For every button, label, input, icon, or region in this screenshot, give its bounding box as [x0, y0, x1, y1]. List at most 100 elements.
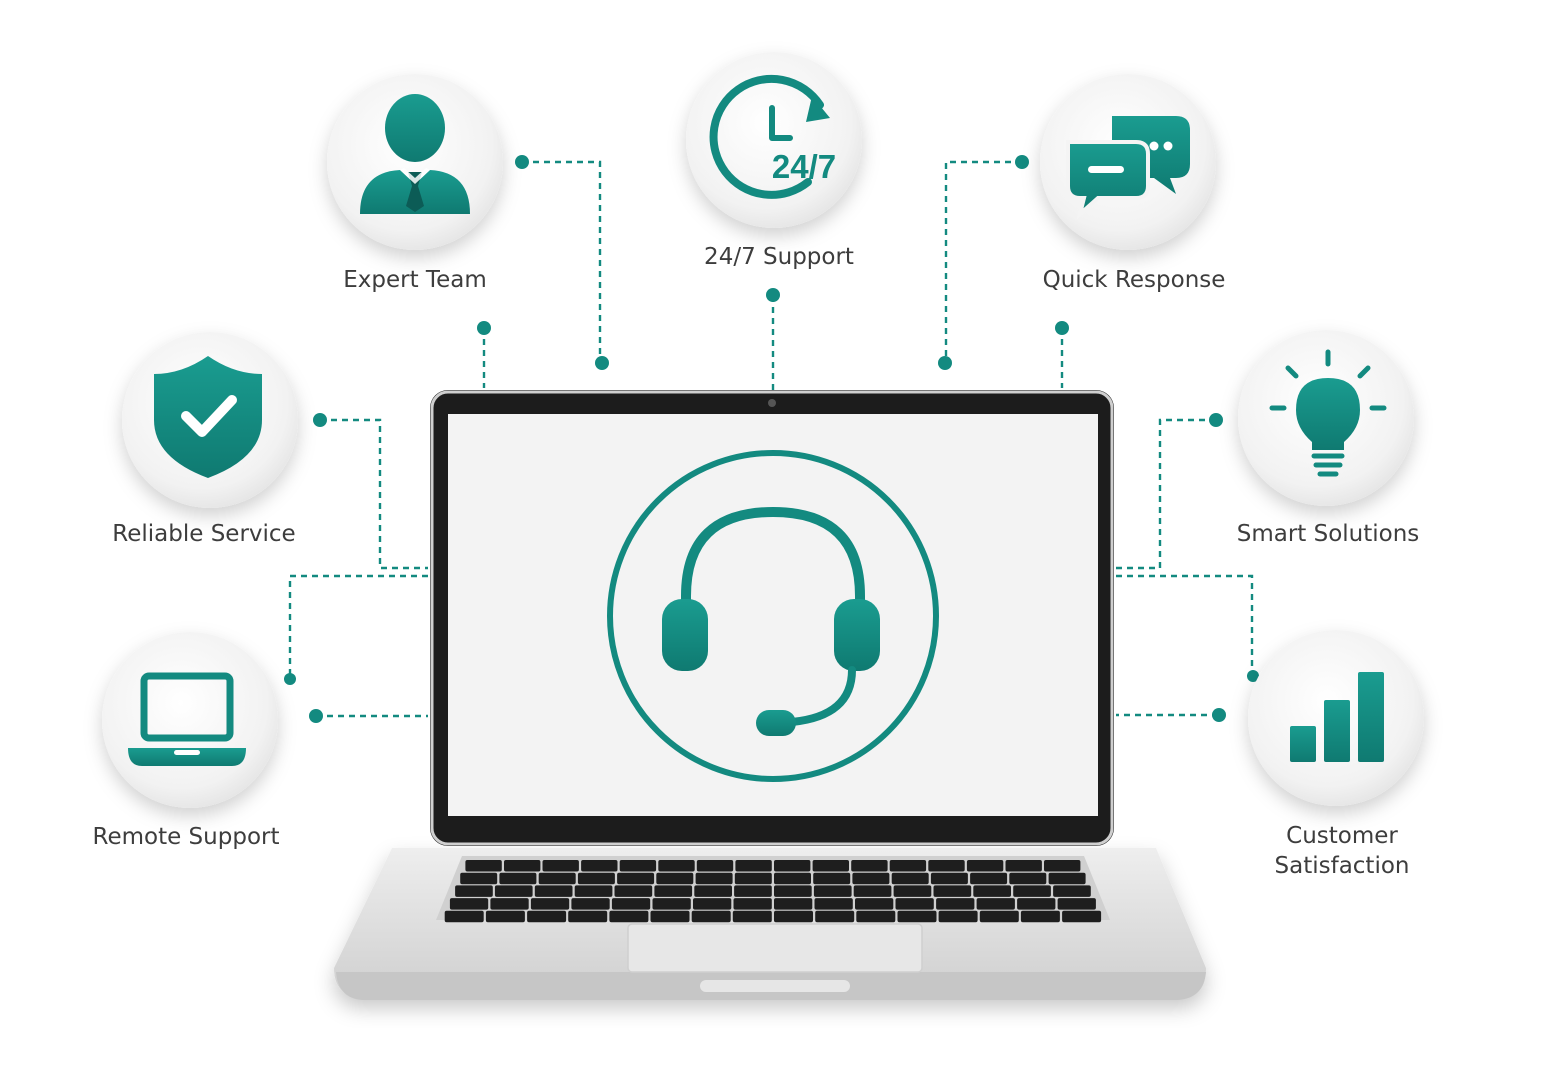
- keyboard-key: [490, 898, 529, 910]
- laptop-lid-rim: [430, 390, 1114, 846]
- bar-chart-icon: [1290, 672, 1384, 762]
- connector-smart-solutions: [1116, 418, 1216, 570]
- chat-bubbles-icon: [1066, 116, 1190, 220]
- keyboard-key: [691, 910, 731, 923]
- keyboard-key: [656, 872, 694, 885]
- keyboard-key: [611, 898, 651, 910]
- keyboard-key: [494, 885, 533, 897]
- connector-customer-satisfaction-upper: [1116, 574, 1254, 676]
- connector-dot: [309, 709, 323, 723]
- keyboard-key: [571, 898, 610, 910]
- keyboard-key: [774, 872, 811, 885]
- connector-dot: [284, 673, 296, 685]
- keyboard-key: [774, 910, 813, 923]
- label-24-7-support: 24/7 Support: [704, 242, 854, 272]
- keyboard-key: [581, 860, 618, 872]
- label-text: Smart Solutions: [1236, 521, 1420, 547]
- keyboard-key: [734, 872, 772, 885]
- keyboard-key: [1005, 860, 1042, 872]
- keyboard-key: [444, 910, 484, 923]
- keyboard-key: [530, 898, 570, 910]
- connector-quick-response: [944, 160, 1022, 362]
- keyboard-key: [568, 910, 608, 923]
- keyboard-key: [855, 898, 894, 910]
- label-text: Reliable Service: [112, 521, 296, 547]
- keyboard-key: [654, 885, 693, 897]
- webcam-icon: [768, 399, 776, 407]
- connector-dot: [1055, 321, 1069, 335]
- keyboard-key: [485, 910, 525, 923]
- label-expert-team: Expert Team: [343, 265, 486, 295]
- keyboard-key: [650, 910, 690, 923]
- feature-reliable-service: [122, 332, 298, 508]
- keyboard-key: [852, 872, 890, 885]
- keyboard-key: [1048, 872, 1086, 885]
- headset-icon: [607, 450, 939, 782]
- keyboard-key: [449, 898, 489, 910]
- keyboard-key: [895, 898, 934, 910]
- laptop-notch: [700, 980, 850, 992]
- keyboard-key: [774, 898, 813, 910]
- keyboard-key: [1044, 860, 1081, 872]
- clock-24-7-text: 24/7: [772, 148, 836, 185]
- keyboard-key: [577, 872, 615, 885]
- connector-expert-team: [522, 160, 602, 362]
- connector-dot: [1209, 413, 1223, 427]
- keyboard-key: [813, 885, 852, 897]
- keyboard-key: [574, 885, 613, 897]
- keyboard-key: [735, 860, 772, 872]
- connector-dot: [477, 321, 491, 335]
- connector-dot: [1247, 670, 1259, 682]
- keyboard: [444, 860, 1102, 923]
- keyboard-key: [693, 898, 732, 910]
- keyboard-key: [455, 885, 493, 897]
- keyboard-key: [813, 872, 851, 885]
- laptop: [334, 390, 1206, 1000]
- label-quick-response: Quick Response: [1043, 265, 1226, 295]
- label-text-line-1: Customer: [1286, 823, 1398, 849]
- keyboard-key: [930, 872, 968, 885]
- keyboard-key: [460, 872, 498, 885]
- laptop-icon: [128, 672, 246, 766]
- label-text: 24/7 Support: [704, 244, 854, 270]
- feature-expert-team: [327, 74, 503, 250]
- connector-dot: [1212, 708, 1226, 722]
- connector-remote-support-upper: [288, 574, 428, 678]
- keyboard-key: [619, 860, 657, 872]
- keyboard-key: [1009, 872, 1047, 885]
- keyboard-key: [814, 898, 853, 910]
- keyboard-key: [812, 860, 849, 872]
- connector-reliable-service: [320, 418, 428, 570]
- keyboard-key: [1013, 885, 1051, 897]
- keyboard-key: [1020, 910, 1060, 923]
- connector-dot: [766, 288, 780, 302]
- label-customer-satisfaction: Customer Satisfaction: [1275, 821, 1410, 881]
- keyboard-key: [966, 860, 1004, 872]
- clock-24-7-icon: 24/7: [709, 74, 836, 199]
- keyboard-key: [658, 860, 695, 872]
- connector-dot: [1015, 155, 1029, 169]
- label-text: Expert Team: [343, 267, 487, 293]
- keyboard-key: [465, 860, 502, 872]
- badge: [102, 632, 278, 808]
- connector-dot: [313, 413, 327, 427]
- connector-dot: [595, 356, 609, 370]
- keyboard-key: [733, 898, 772, 910]
- label-text: Quick Response: [1042, 267, 1226, 293]
- keyboard-key: [928, 860, 965, 872]
- keyboard-key: [933, 885, 972, 897]
- keyboard-key: [617, 872, 655, 885]
- person-tie-icon: [360, 94, 470, 214]
- keyboard-key: [504, 860, 541, 872]
- lightbulb-icon: [1269, 349, 1387, 477]
- keyboard-key: [614, 885, 653, 897]
- laptop-screen: [448, 414, 1098, 816]
- keyboard-key: [542, 860, 579, 872]
- keyboard-key: [856, 910, 896, 923]
- keyboard-key: [652, 898, 691, 910]
- trackpad: [627, 923, 923, 973]
- label-reliable-service: Reliable Service: [112, 519, 295, 549]
- keyboard-key: [893, 885, 932, 897]
- keyboard-key: [694, 885, 732, 897]
